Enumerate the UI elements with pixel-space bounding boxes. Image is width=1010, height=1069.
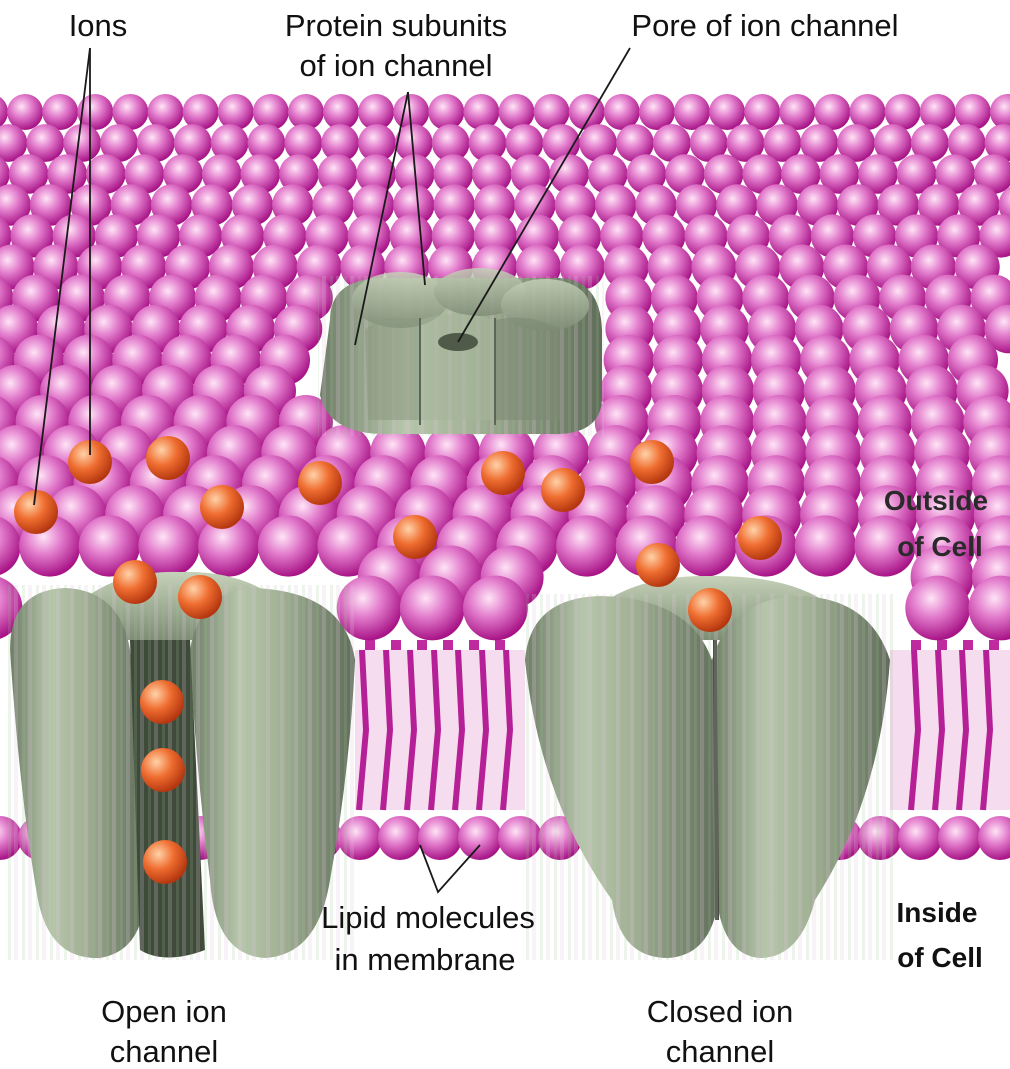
protein-subunits-label-line2: of ion channel xyxy=(299,48,492,83)
protein-subunits-label-line1: Protein subunits xyxy=(285,8,507,43)
lipid-label-line1: Lipid molecules xyxy=(321,900,535,935)
inside-cell-label-line2: of Cell xyxy=(897,942,983,973)
closed-channel-label-line1: Closed ion xyxy=(647,994,793,1029)
pore-label: Pore of ion channel xyxy=(631,8,898,43)
closed-ion-channel xyxy=(523,576,893,960)
outside-cell-label-line2: of Cell xyxy=(897,531,983,562)
outside-cell-label-line1: Outside xyxy=(884,485,988,516)
ions-label: Ions xyxy=(69,8,128,43)
open-channel-label-line1: Open ion xyxy=(101,994,227,1029)
lipid-label-line2: in membrane xyxy=(335,942,516,977)
inside-cell-label-line1: Inside xyxy=(897,897,978,928)
closed-channel-label-line2: channel xyxy=(666,1034,775,1069)
open-channel-label-line2: channel xyxy=(110,1034,219,1069)
channel-top-view xyxy=(318,268,604,436)
